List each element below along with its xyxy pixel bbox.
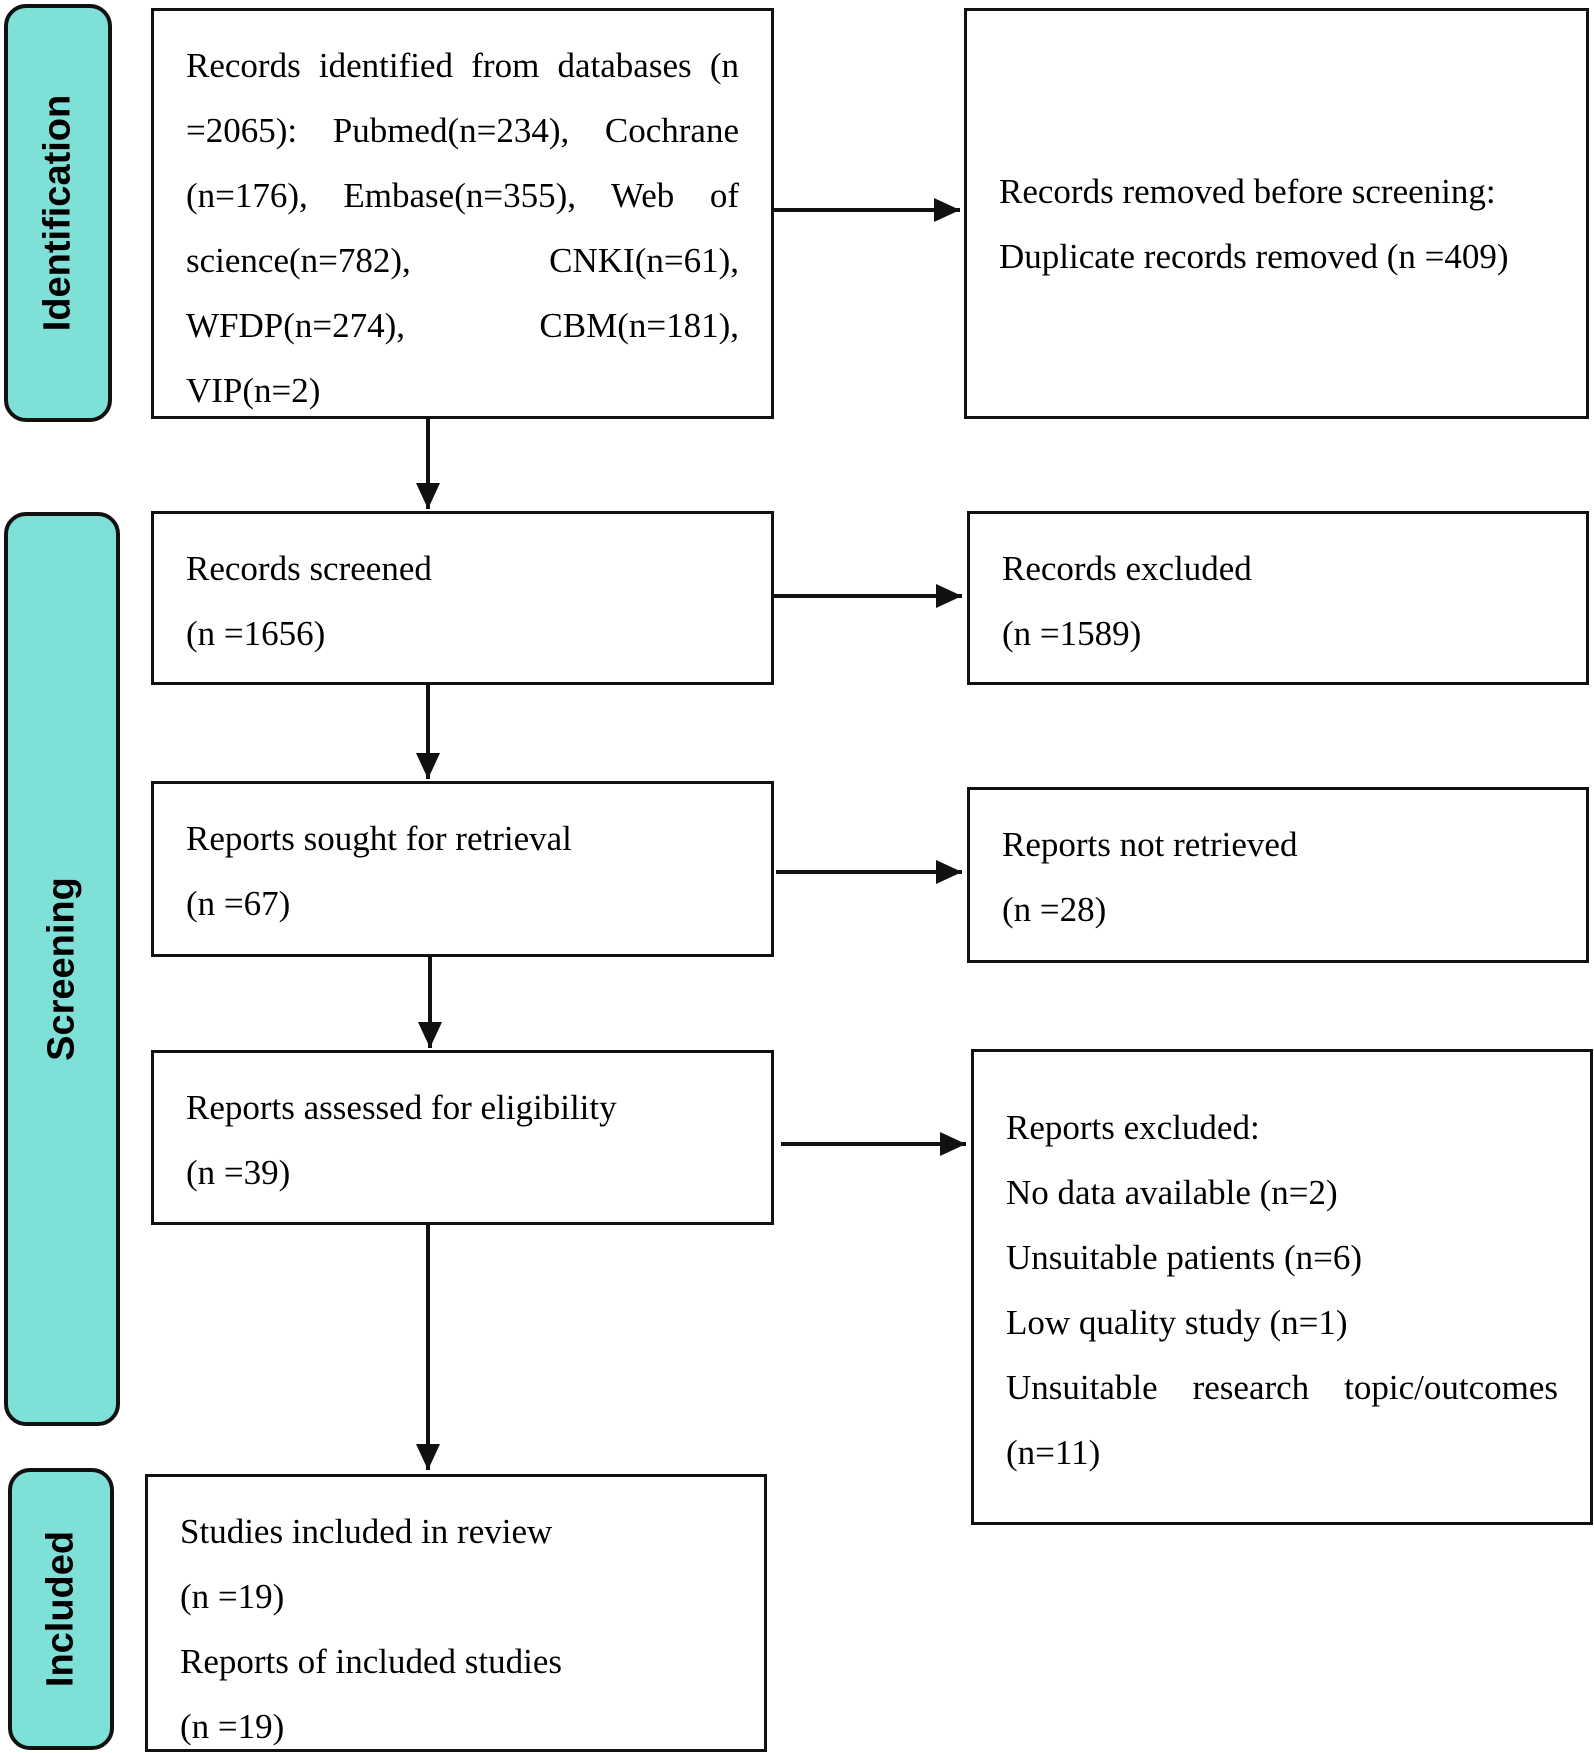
reports-assessed-label: Reports assessed for eligibility	[186, 1088, 617, 1127]
records-identified-line-2: =2065): Pubmed(n=234), Cochrane	[186, 111, 739, 150]
studies-included-count: (n =19)	[180, 1577, 285, 1616]
exclusion-reason-no-data: No data available (n=2)	[1006, 1173, 1338, 1212]
records-screened-label: Records screened	[186, 549, 432, 588]
reports-excluded-title: Reports excluded:	[1006, 1108, 1260, 1147]
reports-sought-box: Reports sought for retrieval (n =67)	[151, 781, 774, 957]
records-removed-box: Records removed before screening: Duplic…	[964, 8, 1589, 419]
reports-not-retrieved-label: Reports not retrieved	[1002, 825, 1298, 864]
exclusion-reason-unsuitable-patients: Unsuitable patients (n=6)	[1006, 1238, 1363, 1277]
exclusion-reason-low-quality: Low quality study (n=1)	[1006, 1303, 1348, 1342]
records-screened-box: Records screened (n =1656)	[151, 511, 774, 685]
records-identified-line-6: VIP(n=2)	[186, 371, 321, 410]
reports-sought-count: (n =67)	[186, 884, 291, 923]
exclusion-reason-unsuitable-topic-count: (n=11)	[1006, 1433, 1101, 1472]
records-identified-line-4: science(n=782), CNKI(n=61),	[186, 241, 739, 280]
records-excluded-label: Records excluded	[1002, 549, 1252, 588]
records-excluded-box: Records excluded (n =1589)	[967, 511, 1589, 685]
reports-not-retrieved-count: (n =28)	[1002, 890, 1107, 929]
studies-included-box: Studies included in review (n =19) Repor…	[145, 1474, 767, 1752]
phase-identification: Identification	[4, 4, 112, 422]
reports-assessed-count: (n =39)	[186, 1153, 291, 1192]
exclusion-reason-unsuitable-topic: Unsuitable research topic/outcomes	[1006, 1368, 1558, 1407]
records-excluded-count: (n =1589)	[1002, 614, 1142, 653]
phase-included: Included	[8, 1468, 114, 1750]
records-screened-count: (n =1656)	[186, 614, 326, 653]
studies-included-label: Studies included in review	[180, 1512, 553, 1551]
reports-assessed-box: Reports assessed for eligibility (n =39)	[151, 1050, 774, 1225]
reports-excluded-box: Reports excluded: No data available (n=2…	[971, 1049, 1593, 1525]
records-identified-line-1: Records identified from databases (n	[186, 46, 739, 85]
phase-screening: Screening	[4, 512, 120, 1426]
records-identified-line-3: (n=176), Embase(n=355), Web of	[186, 176, 739, 215]
records-removed-title: Records removed before screening:	[999, 172, 1496, 211]
records-identified-box: Records identified from databases (n =20…	[151, 8, 774, 419]
records-removed-duplicates: Duplicate records removed (n =409)	[999, 237, 1509, 276]
reports-sought-label: Reports sought for retrieval	[186, 819, 572, 858]
reports-included-count: (n =19)	[180, 1707, 285, 1746]
records-identified-line-5: WFDP(n=274), CBM(n=181),	[186, 306, 739, 345]
reports-included-label: Reports of included studies	[180, 1642, 563, 1681]
reports-not-retrieved-box: Reports not retrieved (n =28)	[967, 787, 1589, 963]
